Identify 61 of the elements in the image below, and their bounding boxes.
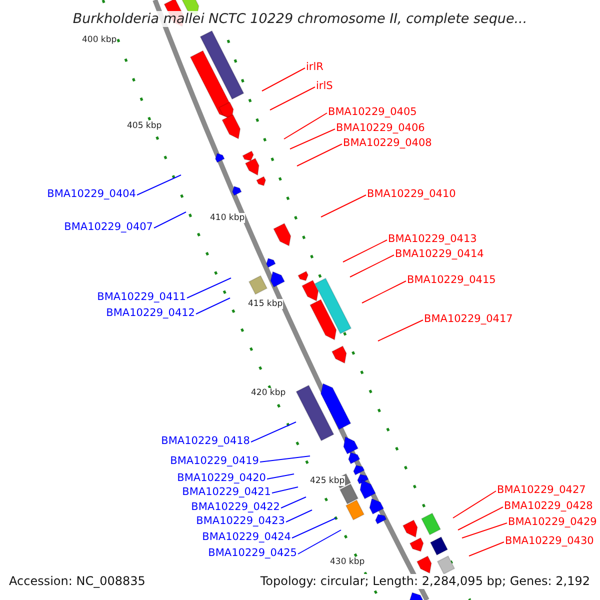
leader-line [154, 212, 186, 228]
gene-label: BMA10229_0414 [395, 248, 484, 260]
gene-label: BMA10229_0404 [47, 188, 136, 200]
leader-line [286, 510, 312, 522]
gene-label: BMA10229_0422 [191, 501, 280, 513]
scale-label: 415 kbp [248, 299, 283, 309]
leader-line [260, 456, 310, 462]
leader-line [270, 86, 316, 110]
gene-label: BMA10229_0407 [64, 221, 153, 233]
leader-line [280, 496, 306, 508]
leader-line [458, 506, 504, 530]
scale-label: 425 kbp [310, 476, 345, 486]
scale-label: 430 kbp [330, 557, 365, 567]
leader-line [362, 280, 406, 304]
gene-label: BMA10229_0429 [508, 516, 597, 528]
gene-label: BMA10229_0418 [161, 435, 250, 447]
gene-label: BMA10229_0420 [177, 472, 266, 484]
gene-label: BMA10229_0413 [388, 233, 477, 245]
gene-label: BMA10229_0408 [343, 137, 432, 149]
gene-label: BMA10229_0411 [97, 291, 186, 303]
leader-line [272, 486, 298, 494]
leader-line [452, 490, 496, 518]
leader-line [350, 254, 394, 278]
leader-line [136, 174, 182, 196]
scale-label: 420 kbp [251, 388, 286, 398]
leader-line [250, 422, 296, 442]
scale-label: 400 kbp [82, 35, 117, 45]
gene-label: BMA10229_0424 [202, 531, 291, 543]
leader-line [292, 518, 336, 538]
gene-label: BMA10229_0412 [106, 307, 195, 319]
leader-line [462, 522, 508, 538]
leader-line [296, 144, 342, 166]
accession-text: Accession: NC_008835 [9, 574, 146, 589]
gene-label: irlR [306, 61, 324, 73]
gene-label: BMA10229_0405 [328, 106, 417, 118]
gene-label: BMA10229_0421 [182, 486, 271, 498]
leader-line [378, 320, 424, 342]
gene-label: BMA10229_0425 [208, 547, 297, 559]
summary-text: Topology: circular; Length: 2,284,095 bp; Genes: 2,192 [260, 574, 590, 589]
leader-line [196, 298, 230, 314]
gene-label: BMA10229_0427 [497, 484, 586, 496]
gene-label: BMA10229_0417 [424, 313, 513, 325]
leader-line [284, 112, 328, 140]
gene-label: BMA10229_0406 [336, 122, 425, 134]
gene-label: BMA10229_0423 [196, 515, 285, 527]
leader-line [298, 530, 342, 554]
leader-line [266, 474, 294, 480]
gene-label: BMA10229_0415 [407, 274, 496, 286]
scale-label: 410 kbp [210, 213, 245, 223]
gene-label: BMA10229_0419 [170, 455, 259, 467]
gene-label: BMA10229_0430 [505, 535, 594, 547]
leader-line [342, 240, 388, 262]
leader-line [262, 68, 306, 92]
leader-line [320, 194, 366, 218]
gene-label: irlS [316, 80, 333, 92]
gene-label: BMA10229_0410 [367, 188, 456, 200]
scale-label: 405 kbp [127, 121, 162, 131]
leader-line [290, 128, 336, 150]
leader-line [468, 542, 504, 556]
gene-label: BMA10229_0428 [504, 500, 593, 512]
leader-line [186, 278, 232, 298]
